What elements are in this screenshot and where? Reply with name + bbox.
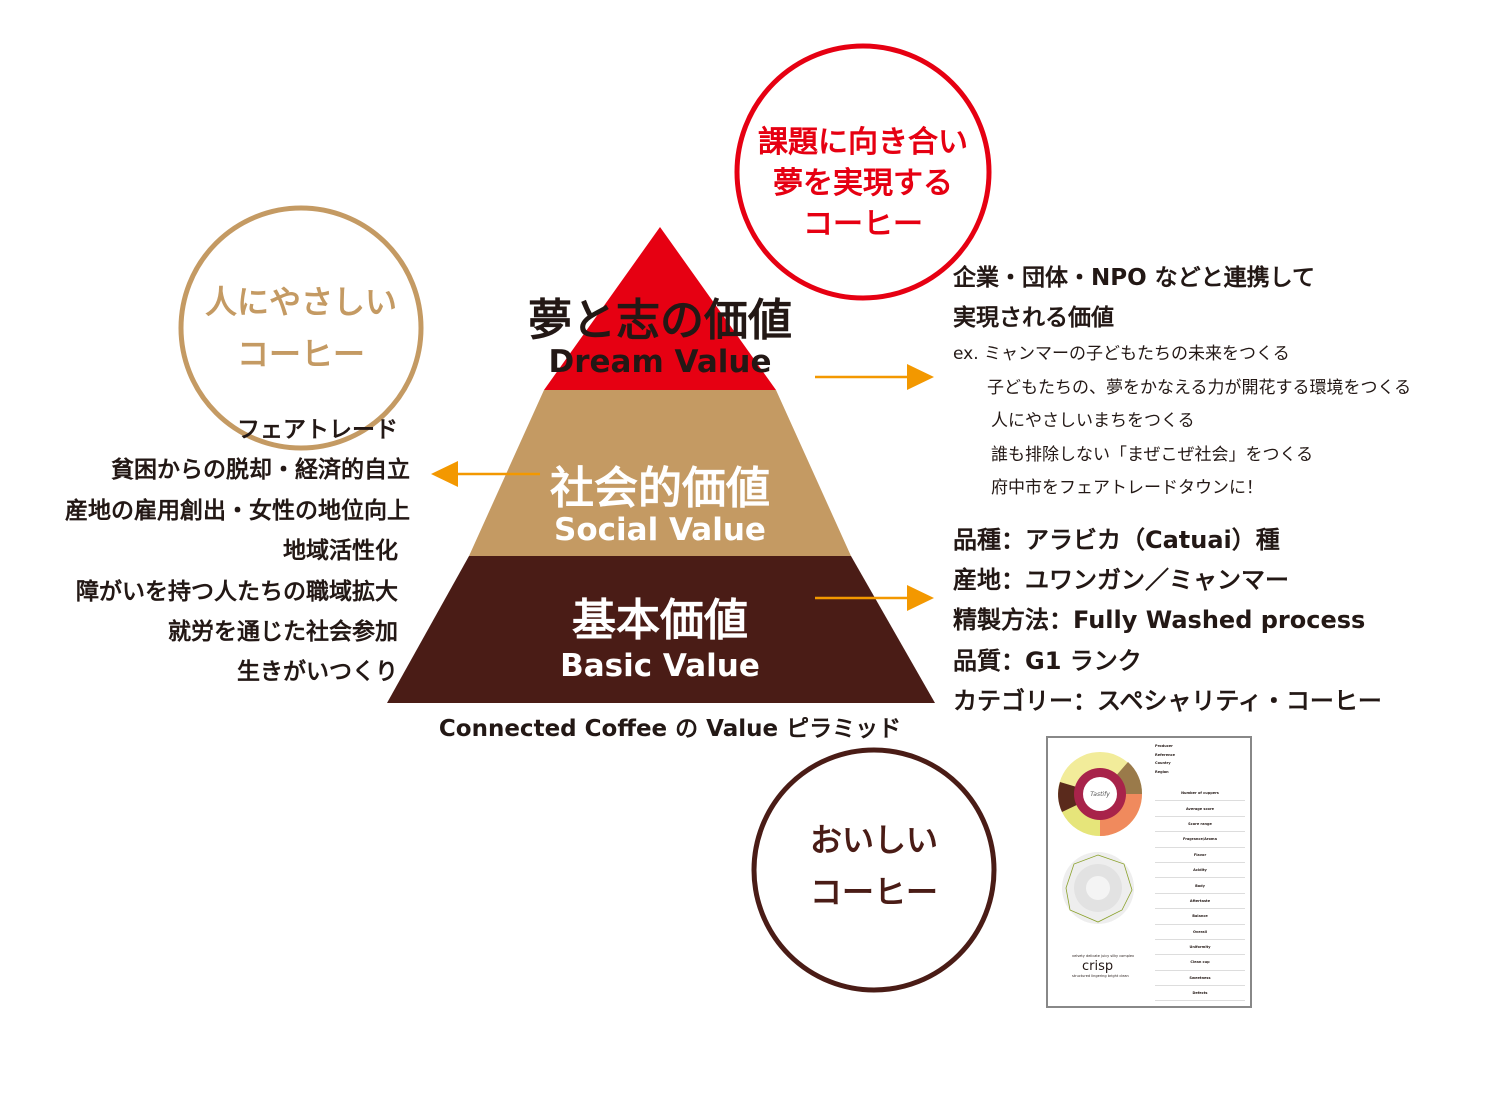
list-item: ex. ミャンマーの子どもたちの未来をつくる <box>953 344 1290 364</box>
attribute-row: Average score <box>1155 801 1245 817</box>
pyramid-dream-layer <box>544 227 776 390</box>
tastify-logo: Tastify <box>1090 791 1110 798</box>
attribute-row: Sweetness <box>1155 971 1245 987</box>
keyword-crisp: crisp <box>1082 959 1114 974</box>
brown-circle-label: おいしい コーヒー <box>754 814 994 918</box>
list-item: 品種：アラビカ（Catuai）種 <box>953 526 1280 554</box>
list-item: カテゴリー：スペシャリティ・コーヒー <box>953 686 1382 715</box>
tan-circle-line: 人にやさしい <box>204 283 397 321</box>
attribute-row: Flavor <box>1155 848 1245 863</box>
red-circle-line: 課題に向き合い <box>758 125 968 160</box>
attribute-row: Aftertaste <box>1155 894 1245 910</box>
word-cloud: velvety delicate juicy silky complex cri… <box>1072 954 1142 979</box>
dream-value-en: Dream Value <box>548 344 772 380</box>
word: structured <box>1072 974 1091 978</box>
word: velvety <box>1072 954 1085 958</box>
attribute-row: Clean cup <box>1155 955 1245 971</box>
word: lingering <box>1091 974 1107 978</box>
word: bright <box>1107 974 1119 978</box>
social-value-jp: 社会的価値 <box>550 463 770 514</box>
meta-label: Country <box>1155 761 1171 765</box>
attribute-row: Balance <box>1155 909 1245 925</box>
list-item: 産地の雇用創出・女性の地位向上 <box>65 497 410 524</box>
attribute-row: Acidity <box>1155 863 1245 879</box>
list-item: 子どもたちの、夢をかなえる力が開花する環境をつくる <box>987 377 1412 398</box>
list-item: 地域活性化 <box>283 538 398 565</box>
red-circle-line: 夢を実現する <box>773 166 953 201</box>
dream-heading-line: 企業・団体・NPO などと連携して <box>953 265 1315 291</box>
list-item: 誰も排除しない「まぜこぜ社会」をつくる <box>991 444 1314 465</box>
basic-value-jp: 基本価値 <box>572 595 748 646</box>
brown-circle <box>751 747 997 993</box>
attribute-row: Overall <box>1155 925 1245 940</box>
word: silky <box>1110 954 1119 958</box>
list-item: 就労を通じた社会参加 <box>168 619 398 646</box>
list-item: 人にやさしいまちをつくる <box>991 411 1195 431</box>
tasting-card: Tastify Producer Reference Country Regio… <box>1046 736 1252 1008</box>
list-item: フェアトレード <box>237 417 398 443</box>
attribute-row: Defects <box>1155 986 1245 1002</box>
word: clean <box>1119 974 1129 978</box>
attribute-row: Score range <box>1155 817 1245 833</box>
tan-circle-line: コーヒー <box>236 335 365 373</box>
list-item: 産地：ユワンガン／ミャンマー <box>953 566 1289 595</box>
tan-circle <box>178 205 424 451</box>
list-item: 障がいを持つ人たちの職域拡大 <box>76 578 398 605</box>
tasting-charts: Tastify <box>1058 752 1143 924</box>
attribute-row: Fragrance/Aroma <box>1155 832 1245 848</box>
brown-circle-line: おいしい <box>809 821 938 859</box>
red-circle <box>734 43 992 301</box>
list-item: 生きがいつくり <box>237 659 398 686</box>
pyramid-basic-layer <box>387 556 935 703</box>
dream-heading: 企業・団体・NPO などと連携して 実現される価値 <box>953 258 1315 338</box>
social-value-en: Social Value <box>554 512 766 548</box>
arrow-dream-icon <box>815 364 934 390</box>
attribute-row: Uniformity <box>1155 940 1245 956</box>
card-attributes: Number of cuppers Average score Score ra… <box>1155 786 1245 1002</box>
arrow-social-icon <box>431 461 540 487</box>
list-item: 府中市をフェアトレードタウンに！ <box>991 478 1263 498</box>
radar-chart <box>1062 852 1134 924</box>
list-item: 精製方法：Fully Washed process <box>953 606 1366 635</box>
attribute-row: Number of cuppers <box>1155 786 1245 802</box>
social-value-list: フェアトレード 貧困からの脱却・経済的自立 産地の雇用創出・女性の地位向上 地域… <box>65 410 410 693</box>
dream-heading-line: 実現される価値 <box>953 305 1114 331</box>
word: juicy <box>1101 954 1110 958</box>
arrow-basic-icon <box>815 585 934 611</box>
card-meta: Producer Reference Country Region <box>1155 742 1175 776</box>
basic-specs: 品種：アラビカ（Catuai）種 産地：ユワンガン／ミャンマー 精製方法：Ful… <box>953 520 1382 721</box>
list-item: 貧困からの脱却・経済的自立 <box>111 457 410 484</box>
meta-label: Region <box>1155 769 1169 774</box>
flavor-wheel <box>1058 752 1143 836</box>
pyramid-social-layer <box>469 390 851 556</box>
tan-circle-label: 人にやさしい コーヒー <box>181 276 421 380</box>
red-circle-label: 課題に向き合い 夢を実現する コーヒー <box>737 122 989 245</box>
word: delicate <box>1086 954 1100 958</box>
brown-circle-line: コーヒー <box>809 873 938 911</box>
list-item: 品質：G1 ランク <box>953 646 1142 675</box>
dream-examples: ex. ミャンマーの子どもたちの未来をつくる 子どもたちの、夢をかなえる力が開花… <box>953 338 1411 506</box>
attribute-row: Body <box>1155 878 1245 894</box>
basic-value-en: Basic Value <box>560 648 760 684</box>
word: complex <box>1119 954 1135 958</box>
meta-label: Producer <box>1155 744 1173 748</box>
pyramid-caption: Connected Coffee の Value ピラミッド <box>438 716 902 742</box>
red-circle-line: コーヒー <box>803 207 923 242</box>
meta-label: Reference <box>1155 752 1176 757</box>
dream-value-jp: 夢と志の価値 <box>528 295 792 346</box>
